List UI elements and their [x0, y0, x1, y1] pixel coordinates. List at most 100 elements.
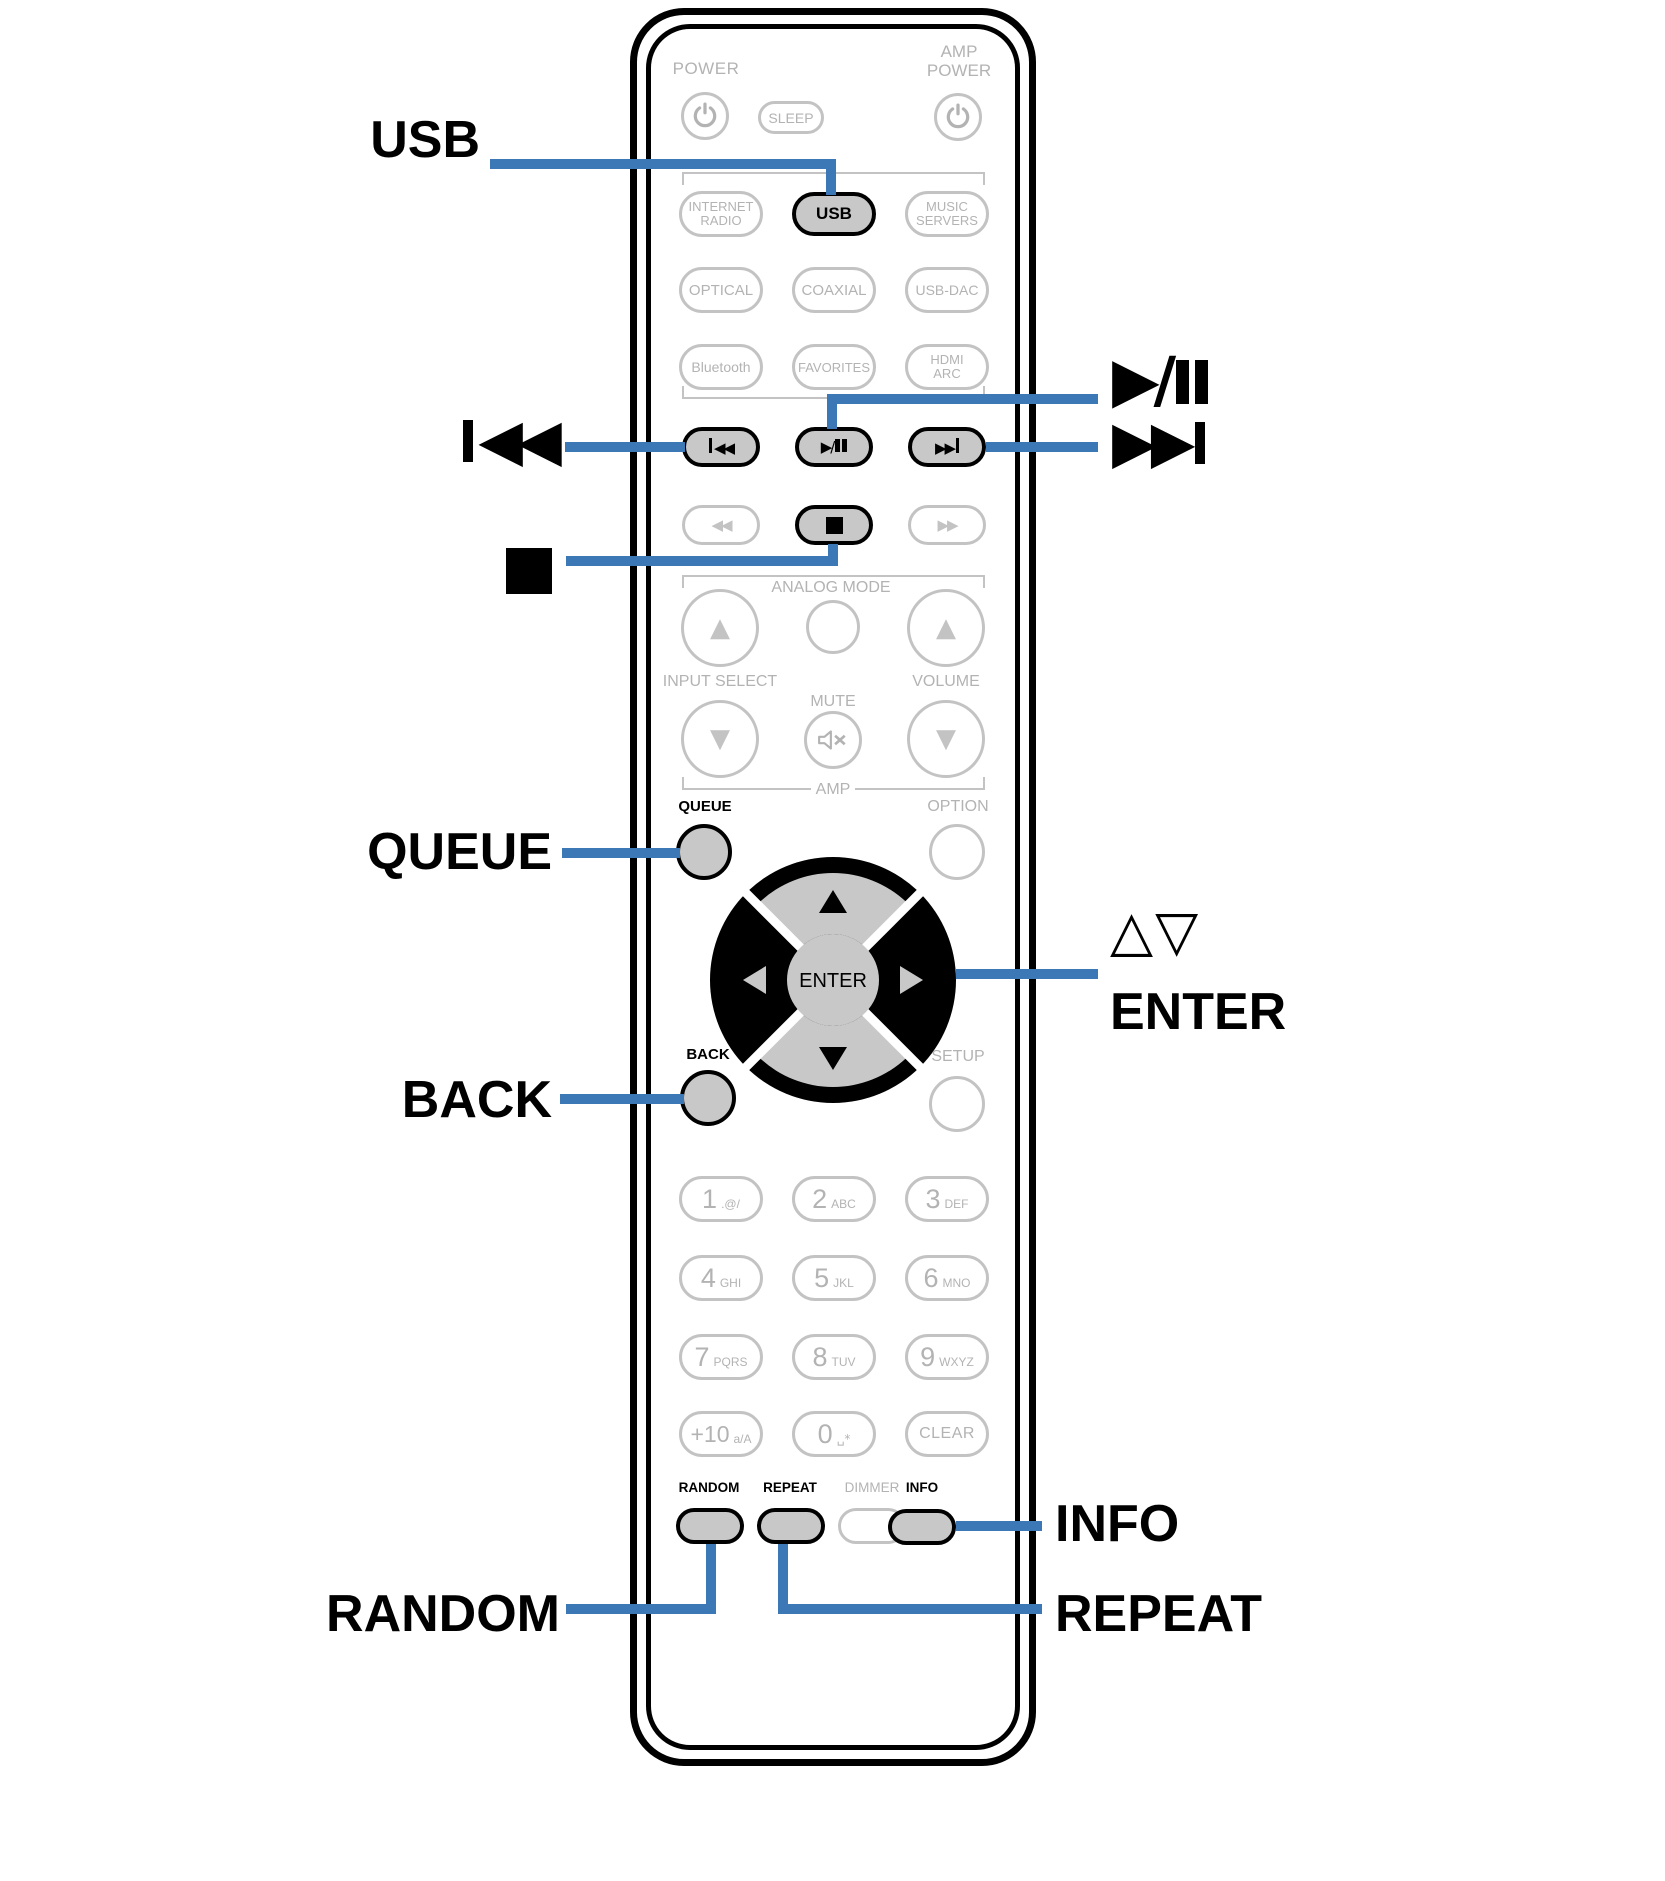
amp-power-button[interactable] [934, 93, 982, 141]
up-arrow-icon: ▲ [710, 613, 730, 643]
enter-callout-line [956, 969, 1098, 979]
random-callout-line [706, 1544, 716, 1614]
volume-up-button[interactable]: ▲ [907, 589, 985, 667]
usb-callout-line [490, 159, 836, 169]
usb-button[interactable]: USB [792, 192, 876, 236]
coaxial-button[interactable]: COAXIAL [792, 267, 876, 313]
skip-back-button[interactable]: ◀◀ [682, 427, 760, 467]
key-clear-button[interactable]: CLEAR [905, 1411, 989, 1457]
pad-separator [856, 885, 928, 957]
internet-radio-button[interactable]: INTERNET RADIO [679, 191, 763, 237]
setup-button[interactable] [929, 1076, 985, 1132]
play-pause-callout-line [827, 394, 837, 429]
music-servers-button[interactable]: MUSIC SERVERS [905, 191, 989, 237]
key-1-button[interactable]: 1.@/ [679, 1176, 763, 1222]
cursor-right-button[interactable] [900, 966, 923, 994]
pad-separator [738, 1003, 810, 1075]
info-callout-line [956, 1521, 1042, 1531]
input-select-down-button[interactable]: ▼ [681, 700, 759, 778]
back-button[interactable] [680, 1070, 736, 1126]
down-arrow-icon: ▼ [710, 724, 730, 754]
analog-mode-label: ANALOG MODE [771, 579, 891, 596]
queue-button-label: QUEUE [678, 798, 732, 815]
navigation-pad[interactable]: ENTER [703, 850, 963, 1110]
enter-button[interactable] [787, 934, 879, 1026]
rewind-icon: ◀◀ [711, 516, 732, 534]
stop-callout-line [828, 544, 838, 566]
fast-forward-button[interactable]: ▶▶ [908, 505, 986, 545]
rewind-button[interactable]: ◀◀ [682, 505, 760, 545]
usb-callout-label: USB [370, 111, 480, 169]
random-callout-line [566, 1604, 716, 1614]
mute-icon [818, 730, 846, 750]
setup-label: SETUP [931, 1048, 985, 1065]
skip-forward-button[interactable]: ▶▶ [908, 427, 986, 467]
up-arrow-icon: ▲ [936, 613, 956, 643]
back-callout-label: BACK [401, 1071, 552, 1129]
analog-mode-button[interactable] [806, 600, 860, 654]
fast-forward-icon: ▶▶ [937, 516, 958, 534]
repeat-button-label: REPEAT [763, 1480, 817, 1495]
power-icon [693, 102, 717, 128]
random-button-label: RANDOM [678, 1480, 740, 1495]
cursor-left-button[interactable] [743, 966, 766, 994]
sleep-button[interactable]: SLEEP [758, 101, 824, 134]
input-select-label: INPUT SELECT [662, 673, 778, 690]
favorites-button[interactable]: FAVORITES [792, 344, 876, 390]
skip-forward-callout-icon: ▶▶ [1112, 412, 1205, 472]
down-triangle-icon [819, 1047, 847, 1070]
back-button-label: BACK [686, 1046, 730, 1063]
option-button[interactable] [929, 824, 985, 880]
random-callout-label: RANDOM [326, 1585, 560, 1643]
mute-button[interactable] [804, 711, 862, 769]
skip-forward-callout-line [986, 442, 1098, 452]
queue-callout-line [562, 848, 680, 858]
stop-icon [825, 516, 843, 534]
enter-button-label: ENTER [799, 970, 867, 992]
repeat-callout-line [778, 1544, 788, 1614]
repeat-button[interactable] [757, 1508, 825, 1544]
play-pause-callout-line [827, 394, 1098, 404]
enter-callout-label: ENTER [1110, 983, 1287, 1041]
down-arrow-icon: ▼ [936, 724, 956, 754]
stop-button[interactable] [795, 505, 873, 545]
stop-callout-icon [506, 548, 552, 594]
usb-dac-button[interactable]: USB-DAC [905, 267, 989, 313]
queue-button[interactable] [676, 824, 732, 880]
up-triangle-icon [819, 890, 847, 913]
skip-forward-icon: ▶▶ [935, 437, 960, 457]
amp-label: AMP [811, 781, 855, 798]
random-button[interactable] [676, 1508, 744, 1544]
hdmi-arc-button[interactable]: HDMI ARC [905, 344, 989, 390]
option-label: OPTION [927, 798, 989, 815]
optical-button[interactable]: OPTICAL [679, 267, 763, 313]
bluetooth-button[interactable]: Bluetooth [679, 344, 763, 390]
pad-separator [738, 885, 810, 957]
mute-label: MUTE [810, 693, 856, 710]
amp-power-icon [946, 103, 970, 129]
info-button-label: INFO [905, 1480, 939, 1495]
skip-back-icon: ◀◀ [708, 437, 735, 457]
input-select-up-button[interactable]: ▲ [681, 589, 759, 667]
key-0-button[interactable]: 0␣* [792, 1411, 876, 1457]
dimmer-button-label: DIMMER [844, 1480, 900, 1495]
stop-callout-line [566, 556, 838, 566]
repeat-callout-line [778, 1604, 1042, 1614]
back-callout-line [560, 1094, 684, 1104]
play-pause-icon: ▶/ [821, 438, 848, 456]
play-pause-button[interactable]: ▶/ [795, 427, 873, 467]
power-button[interactable] [681, 92, 729, 140]
volume-down-button[interactable]: ▼ [907, 700, 985, 778]
repeat-callout-label: REPEAT [1055, 1585, 1263, 1643]
info-button[interactable] [888, 1509, 956, 1545]
